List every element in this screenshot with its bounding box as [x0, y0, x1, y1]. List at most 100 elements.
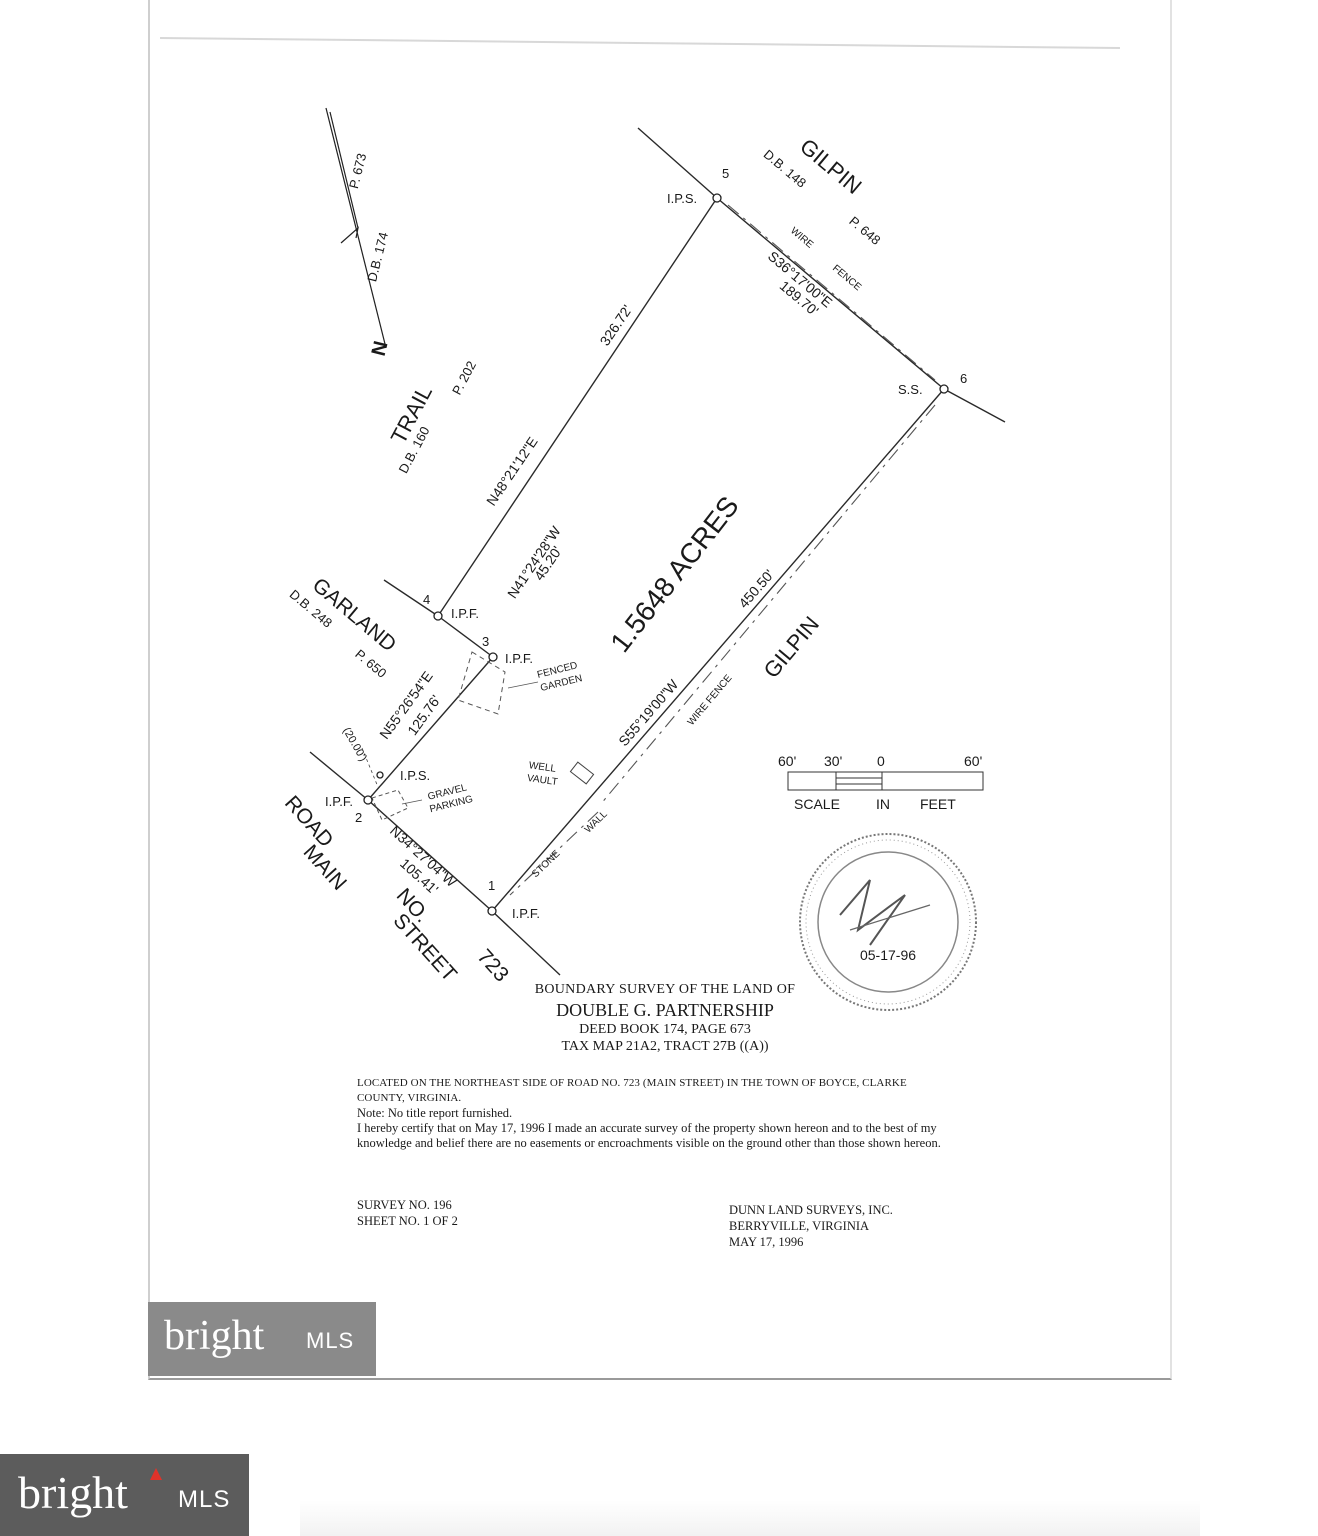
well-vault-box — [569, 761, 595, 785]
point-1-marker — [487, 906, 497, 916]
trail-adjoiner: TRAIL D.B. 160 P. 202 — [386, 359, 479, 476]
watermark-mls: MLS — [306, 1328, 355, 1353]
fenced-garden-leader — [507, 681, 539, 689]
course-4-5-distance: 326.72' — [597, 302, 636, 349]
road-number: 723 — [473, 945, 514, 986]
north-deed-label: D.B. 174 — [364, 231, 391, 284]
point-3-num: 3 — [482, 634, 489, 649]
title-tax-map: TAX MAP 21A2, TRACT 27B ((A)) — [561, 1039, 769, 1054]
certification-text: I hereby certify that on May 17, 1996 I … — [357, 1121, 941, 1150]
extension-line-5 — [637, 127, 718, 199]
scale-tick-30: 30' — [824, 753, 842, 769]
title-report-note: Note: No title report furnished. — [357, 1106, 513, 1120]
title-block: BOUNDARY SURVEY OF THE LAND OF DOUBLE G.… — [500, 982, 830, 1055]
course-6-1-bearing: S55°19'00"W — [615, 676, 682, 749]
survey-date: MAY 17, 1996 — [729, 1235, 804, 1249]
gilpin-top-adjoiner: GILPIN D.B. 148 P. 648 — [761, 133, 884, 247]
scale-bar: 60' 30' 0 60' SCALE IN FEET — [778, 753, 984, 812]
extension-line-4 — [383, 579, 439, 617]
point-1-label: I.P.F. — [512, 906, 540, 921]
setback-leader — [361, 747, 379, 788]
surveyor-seal: 05-17-96 — [799, 833, 977, 1011]
scale-tick-0: 0 — [877, 753, 885, 769]
boundary-line-6-1 — [491, 388, 945, 912]
page-bottom-shadow — [300, 1500, 1200, 1536]
point-1-num: 1 — [488, 878, 495, 893]
point-2-num: 2 — [355, 810, 362, 825]
boundary-line-4-5 — [437, 197, 718, 617]
road-label: ROAD NO. 723 MAIN STREET — [280, 791, 513, 986]
watermark-accent-icon — [150, 1468, 162, 1480]
title-deed-book: DEED BOOK 174, PAGE 673 — [579, 1022, 751, 1037]
survey-info: SURVEY NO. 196 SHEET NO. 1 OF 2 — [357, 1197, 458, 1229]
point-6-marker — [939, 384, 949, 394]
wire-fence-right-label: WIRE FENCE — [686, 673, 735, 728]
boundary-line-1-2 — [367, 799, 493, 912]
fence-lines — [509, 204, 936, 896]
survey-notes: LOCATED ON THE NORTHEAST SIDE OF ROAD NO… — [357, 1076, 957, 1151]
main-word: MAIN — [299, 840, 351, 894]
point-3-marker — [488, 652, 498, 662]
title-owner: DOUBLE G. PARTNERSHIP — [556, 1000, 774, 1020]
survey-sheet — [148, 0, 1172, 1380]
surveyor-city: BERRYVILLE, VIRGINIA — [729, 1219, 870, 1233]
point-6-label: S.S. — [898, 382, 923, 397]
wire-fence-top-word1: WIRE — [788, 225, 815, 250]
surveyor-info: DUNN LAND SURVEYS, INC. BERRYVILLE, VIRG… — [729, 1202, 893, 1250]
scale-tick-60-left: 60' — [778, 753, 796, 769]
gravel-parking-outline — [371, 789, 409, 821]
extension-line-1 — [491, 910, 561, 976]
wire-fence-top-line — [727, 204, 936, 381]
survey-number: SURVEY NO. 196 — [357, 1198, 452, 1212]
area-label: 1.5648 ACRES — [604, 490, 744, 658]
trail-page: P. 202 — [449, 359, 479, 398]
point-4-num: 4 — [423, 592, 430, 607]
title-line-1: BOUNDARY SURVEY OF THE LAND OF — [534, 982, 796, 997]
watermark-mls-outer: MLS — [178, 1486, 231, 1513]
boundary-lines — [309, 127, 1006, 976]
garland-adjoiner: GARLAND D.B. 248 P. 650 — [287, 574, 401, 681]
watermark-logo-outer: bright MLS — [0, 1454, 249, 1536]
gilpin-top-page: P. 648 — [846, 213, 883, 248]
boundary-line-3-4 — [437, 615, 494, 658]
point-2b-marker — [376, 771, 384, 779]
point-markers — [363, 193, 949, 916]
scale-word-scale: SCALE — [794, 796, 840, 812]
gilpin-right-name: GILPIN — [758, 612, 824, 683]
extension-line-6 — [943, 388, 1006, 423]
point-4-label: I.P.F. — [451, 606, 479, 621]
point-5-num: 5 — [722, 166, 729, 181]
point-2-label: I.P.F. — [325, 794, 353, 809]
course-4-5-bearing: N48°21'12"E — [483, 434, 541, 509]
point-labels: 1 I.P.F. 2 I.P.F. I.P.S. 3 I.P.F. 4 I.P.… — [325, 166, 967, 921]
north-page-label: P. 673 — [346, 152, 369, 190]
boundary-line-5-6 — [716, 197, 945, 390]
gilpin-top-name: GILPIN — [795, 133, 866, 199]
point-2-marker — [363, 795, 373, 805]
seal-date: 05-17-96 — [860, 947, 916, 963]
stone-wall-word1: STONE — [530, 848, 563, 880]
stone-wall-line — [509, 811, 599, 896]
setback-dimension: (20.00') — [340, 725, 369, 763]
boundary-line-2-3 — [367, 656, 494, 801]
fenced-garden-outline — [457, 651, 506, 715]
scale-tick-60-right: 60' — [964, 753, 982, 769]
wire-fence-top-word2: FENCE — [830, 263, 863, 293]
watermark-word: bright — [164, 1313, 265, 1359]
north-arrow: N D.B. 174 P. 673 — [325, 107, 393, 358]
stone-wall-word2: WALL — [583, 809, 610, 836]
watermark-word-outer: bright — [18, 1467, 128, 1518]
scale-word-feet: FEET — [920, 796, 956, 812]
point-6-num: 6 — [960, 371, 967, 386]
scale-word-in: IN — [876, 796, 890, 812]
point-4-marker — [433, 611, 443, 621]
sheet-number: SHEET NO. 1 OF 2 — [357, 1214, 458, 1228]
extension-line-2 — [309, 751, 369, 801]
point-3-label: I.P.F. — [505, 651, 533, 666]
gravel-parking-leader — [401, 799, 423, 805]
surveyor-firm: DUNN LAND SURVEYS, INC. — [729, 1203, 893, 1217]
point-2b-label: I.P.S. — [400, 768, 430, 783]
watermark-logo-inner: bright MLS — [148, 1302, 376, 1376]
point-5-marker — [712, 193, 722, 203]
